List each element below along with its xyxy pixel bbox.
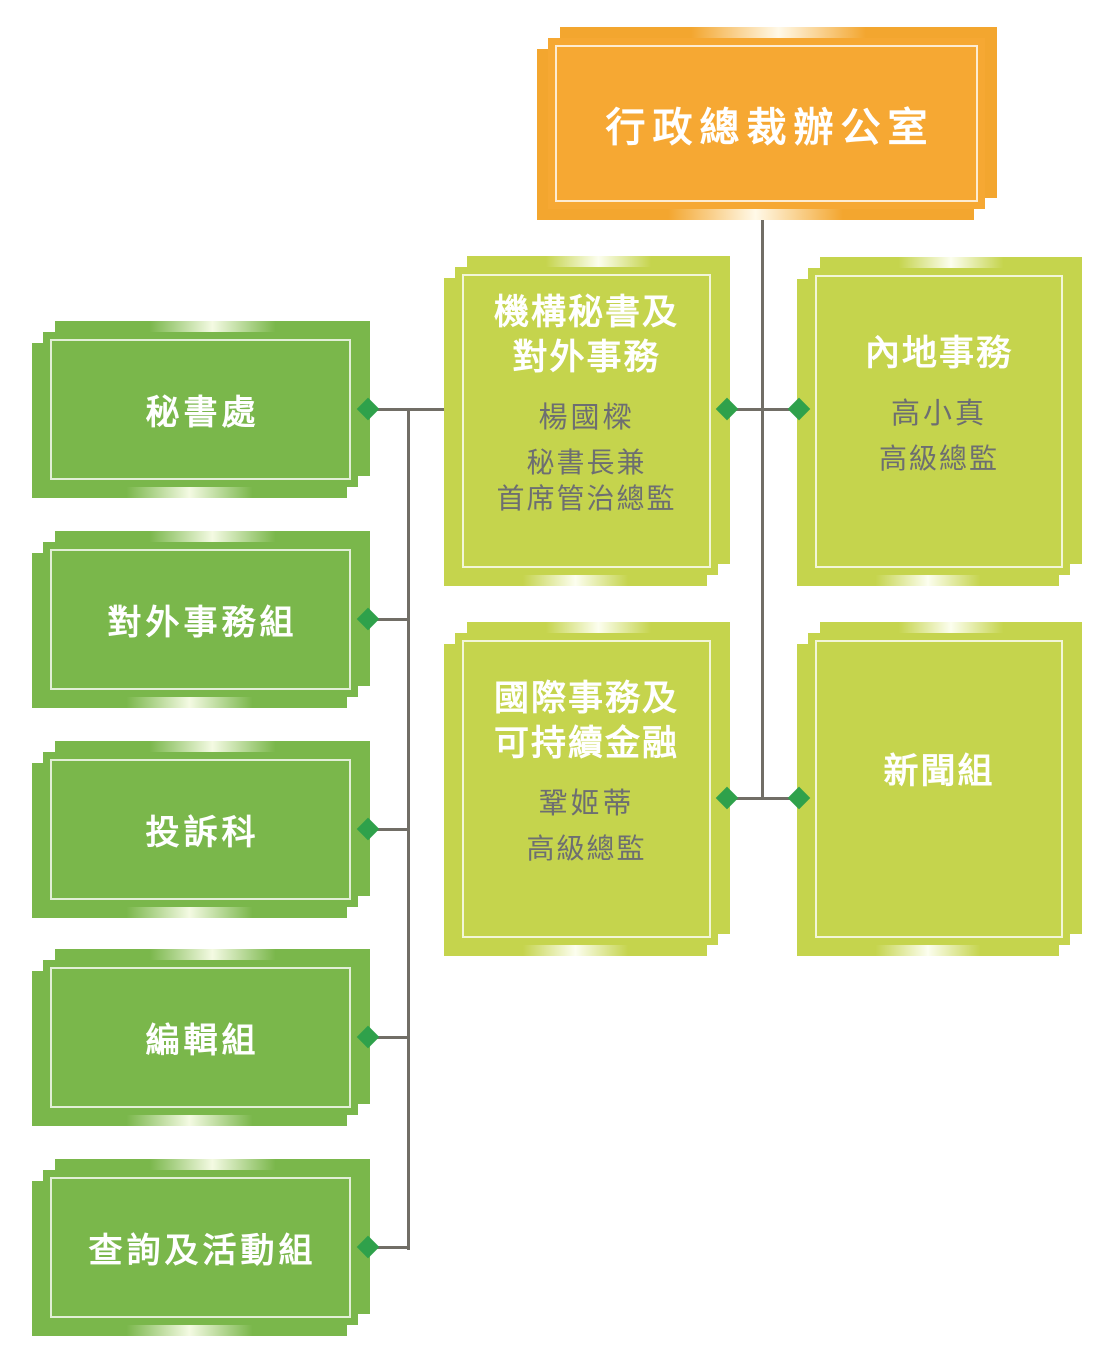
node-title: 對外事務組 — [107, 604, 298, 642]
node-title: 新聞組 — [883, 751, 995, 791]
node-person-name: 楊國樑 — [538, 401, 635, 434]
node-face: 新聞組 — [808, 633, 1070, 945]
node-face: 行政總裁辦公室 — [548, 38, 985, 209]
node-title-line2: 可持續金融 — [493, 723, 679, 763]
node-title-line2: 對外事務 — [512, 337, 661, 377]
node-face: 機構秘書及 對外事務 楊國樑 秘書長兼 首席管治總監 — [455, 267, 718, 575]
node-face: 查詢及活動組 — [43, 1170, 358, 1325]
connector-stub-complaints — [360, 828, 409, 831]
node-title: 編輯組 — [145, 1022, 260, 1060]
node-role-line2: 首席管治總監 — [496, 482, 677, 514]
node-role-line1: 秘書長兼 — [526, 446, 647, 478]
node-face: 編輯組 — [43, 960, 358, 1115]
org-node-enquiries-events-team: 查詢及活動組 — [32, 1159, 370, 1336]
node-face: 秘書處 — [43, 332, 358, 487]
node-person-name: 高小真 — [890, 397, 987, 430]
connector-row1-right — [727, 407, 799, 411]
connector-stub-editorial — [360, 1036, 409, 1039]
org-node-ceo-office: 行政總裁辦公室 — [537, 27, 997, 220]
node-face: 國際事務及 可持續金融 鞏姬蒂 高級總監 — [455, 633, 718, 945]
connector-stub-enquiries — [360, 1246, 409, 1249]
node-person-name: 鞏姬蒂 — [538, 787, 635, 820]
node-title-line1: 機構秘書及 — [493, 292, 679, 332]
node-title: 查詢及活動組 — [88, 1232, 317, 1270]
org-node-press-office: 新聞組 — [797, 622, 1082, 956]
org-node-corporate-secretariat-external-affairs: 機構秘書及 對外事務 楊國樑 秘書長兼 首席管治總監 — [444, 256, 730, 586]
org-node-editorial-team: 編輯組 — [32, 949, 370, 1126]
connector-row1-left — [366, 407, 460, 411]
org-node-external-relations-team: 對外事務組 — [32, 531, 370, 708]
node-face: 內地事務 高小真 高級總監 — [808, 268, 1070, 575]
node-title: 行政總裁辦公室 — [605, 105, 935, 150]
node-title: 內地事務 — [864, 333, 1013, 373]
connector-row2-right — [727, 796, 799, 800]
connector-stub-external-relations — [360, 618, 409, 621]
connector-root-vertical — [760, 200, 764, 799]
node-face: 對外事務組 — [43, 542, 358, 697]
org-node-international-affairs-sustainable-finance: 國際事務及 可持續金融 鞏姬蒂 高級總監 — [444, 622, 730, 956]
node-title-line1: 國際事務及 — [493, 678, 679, 718]
node-role-line1: 高級總監 — [878, 442, 999, 474]
org-node-complaints-section: 投訴科 — [32, 741, 370, 918]
node-face: 投訴科 — [43, 752, 358, 907]
node-role-line1: 高級總監 — [526, 832, 647, 864]
org-node-secretariat: 秘書處 — [32, 321, 370, 498]
node-title: 秘書處 — [145, 394, 260, 432]
org-node-mainland-affairs: 內地事務 高小真 高級總監 — [797, 257, 1082, 586]
node-title: 投訴科 — [145, 814, 260, 852]
